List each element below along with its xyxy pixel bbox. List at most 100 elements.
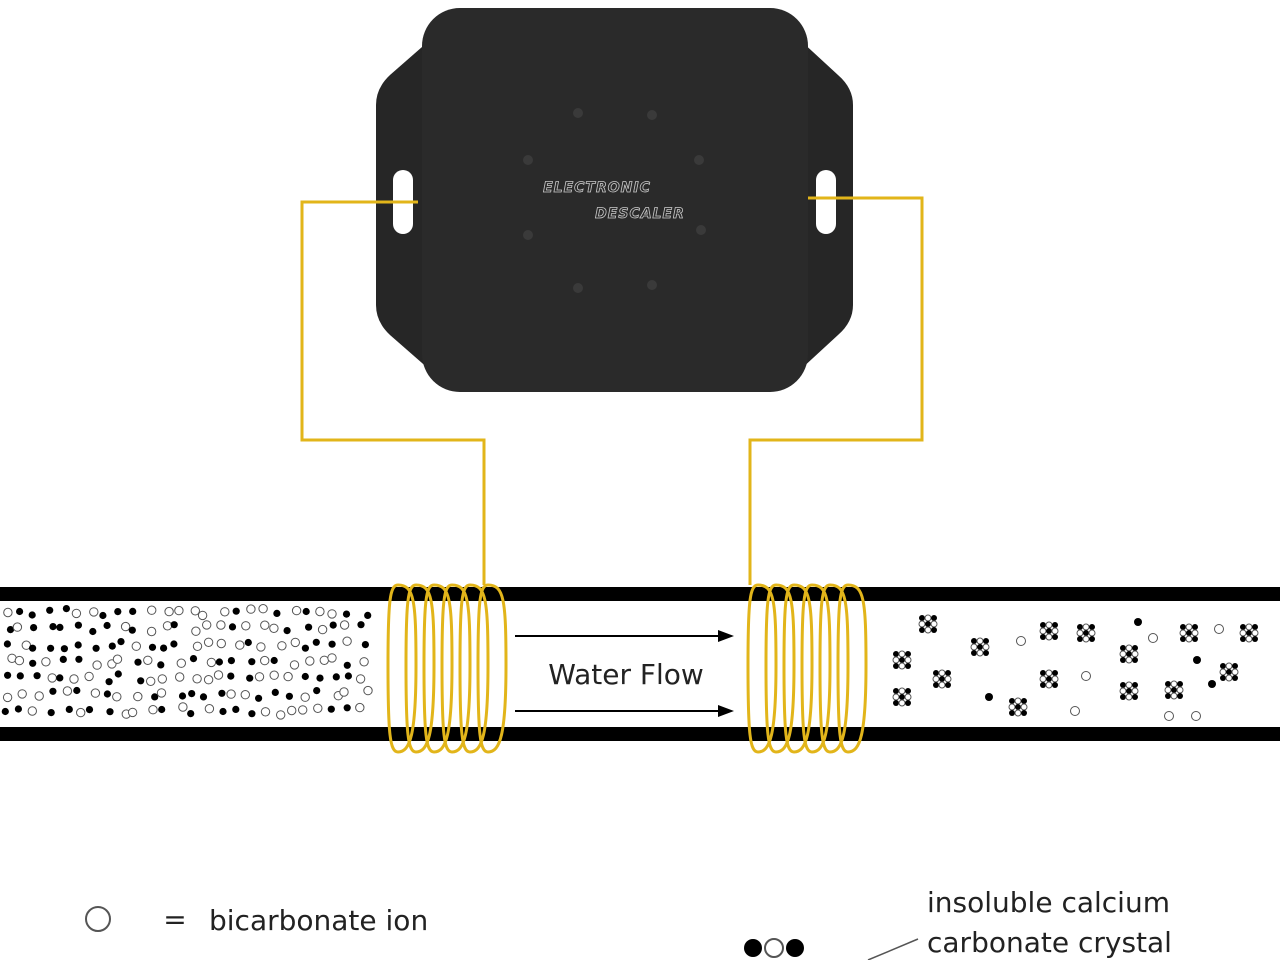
right-coil	[746, 583, 868, 754]
bicarbonate-ion-dot	[174, 605, 184, 616]
calcium-ion-dot	[73, 686, 81, 695]
crystal-atom-light	[924, 614, 932, 622]
crystal-atom-light	[970, 643, 978, 651]
crystal-atom-light	[1045, 669, 1053, 677]
calcium-ion-dot	[312, 638, 320, 646]
crystal-atom-dark	[744, 939, 762, 957]
calcium-ion-dot	[1208, 680, 1216, 688]
crystal-atom-dark	[1120, 694, 1126, 700]
calcium-ion-dot	[29, 659, 37, 667]
crystal-atom-light	[1045, 621, 1053, 629]
calcium-ion-dot	[332, 673, 340, 681]
crystal-atom-dark	[1232, 675, 1238, 681]
crystal-atom-light	[1245, 635, 1253, 643]
crystal-atom-dark	[925, 621, 931, 627]
particles-before-treatment	[1, 604, 373, 720]
crystal-atom-dark	[1089, 624, 1095, 630]
crystal-atom-light	[1191, 629, 1199, 637]
bicarbonate-ion-dot	[157, 674, 168, 684]
bicarbonate-ion-dot	[162, 621, 173, 631]
bicarbonate-ion-dot	[204, 704, 215, 714]
particles-after-treatment	[892, 614, 1259, 721]
crystal-atom-light	[1239, 629, 1247, 637]
bicarbonate-ion-dot	[269, 623, 279, 633]
crystal-atom-dark	[1186, 630, 1192, 636]
calcium-ion-dot	[59, 655, 67, 664]
crystal-atom-light	[1125, 644, 1133, 652]
crystal-atom-dark	[1077, 624, 1083, 630]
bicarbonate-ion-dot	[202, 620, 212, 630]
calcium-ion-dot	[357, 621, 365, 629]
crystal-atom-dark	[919, 627, 925, 633]
legend-equals-sign: =	[163, 903, 186, 936]
bicarbonate-ion-dot	[156, 688, 167, 698]
calcium-ion-dot	[343, 704, 351, 712]
crystal-atom-light	[1119, 650, 1127, 658]
calcium-ion-dot	[305, 623, 313, 631]
calcium-ion-dot	[103, 621, 111, 630]
bicarbonate-ion-dot	[290, 637, 300, 648]
crystal-atom-dark	[983, 650, 989, 656]
bicarbonate-ion-dot	[213, 670, 224, 680]
crystal-atom-light	[1170, 680, 1178, 688]
crystal-atom-light	[1179, 629, 1187, 637]
calcium-ion-dot	[28, 644, 37, 652]
crystal-atom-light	[1231, 668, 1239, 676]
crystal-atom-dark	[1177, 681, 1183, 687]
calcium-ion-dot	[170, 640, 178, 648]
crystal-atom-dark	[1132, 694, 1138, 700]
left-coil	[386, 583, 508, 754]
bicarbonate-ion-dot	[355, 702, 365, 713]
bicarbonate-ion-dot	[1016, 636, 1026, 646]
bicarbonate-ion-dot	[1081, 671, 1091, 681]
bicarbonate-ion-dot	[71, 608, 82, 619]
indicator-dot	[573, 283, 583, 293]
coil-turn	[422, 583, 454, 754]
descaler-device: ELECTRONIC DESCALER	[376, 8, 853, 392]
crystal-atom-light	[1045, 681, 1053, 689]
bicarbonate-ion-dot	[41, 657, 51, 667]
crystal-atom-light	[1131, 650, 1139, 658]
flow-arrow-top-head	[718, 630, 734, 642]
crystal-atom-dark	[1089, 636, 1095, 642]
calcium-ion-dot	[285, 692, 293, 700]
indicator-dot	[523, 155, 533, 165]
bicarbonate-ion-dot	[76, 707, 86, 718]
crystal-atom-light	[1039, 675, 1047, 683]
indicator-dot	[573, 108, 583, 118]
crystal-atom-light	[898, 687, 906, 695]
calcium-ion-dot	[148, 643, 157, 651]
crystal-atom-dark	[1192, 624, 1198, 630]
crystal-atom-dark	[983, 638, 989, 644]
crystal-atom-dark	[893, 651, 899, 657]
calcium-ion-dot	[114, 670, 122, 678]
calcium-ion-dot	[271, 688, 279, 697]
bicarbonate-ion-dot	[203, 675, 214, 685]
crystal-atom-dark	[1180, 624, 1186, 630]
crystal-atom-dark	[945, 670, 951, 676]
coil-turn	[746, 583, 778, 754]
calcium-ion-dot	[74, 641, 82, 649]
bicarbonate-ion-dot	[21, 640, 31, 650]
crystal-atom-dark	[1009, 710, 1015, 716]
crystal-atom-light	[1225, 674, 1233, 682]
calcium-ion-dot	[327, 705, 335, 713]
bicarbonate-ion-dot	[300, 692, 310, 702]
calcium-ion-dot	[219, 707, 227, 716]
bicarbonate-ion-dot	[260, 620, 270, 630]
bicarbonate-ion-dot	[92, 660, 102, 670]
crystal-atom-dark	[931, 615, 937, 621]
crystal-atom-light	[1082, 623, 1090, 631]
bicarbonate-ion-dot	[254, 672, 265, 682]
calcium-ion-dot	[364, 611, 372, 620]
calcium-ion-dot	[985, 693, 993, 701]
bicarbonate-ion-dot	[339, 687, 349, 697]
indicator-dots	[523, 108, 706, 293]
crystal-atom-dark	[1052, 670, 1058, 676]
calcium-ion-dot	[328, 640, 336, 648]
crystal-atom-dark	[1246, 630, 1252, 636]
bicarbonate-ion-dot	[258, 604, 268, 614]
device-label-line2: DESCALER	[595, 206, 685, 222]
crystal-atom-dark	[1040, 634, 1046, 640]
bicarbonate-ion-dot	[197, 610, 208, 621]
